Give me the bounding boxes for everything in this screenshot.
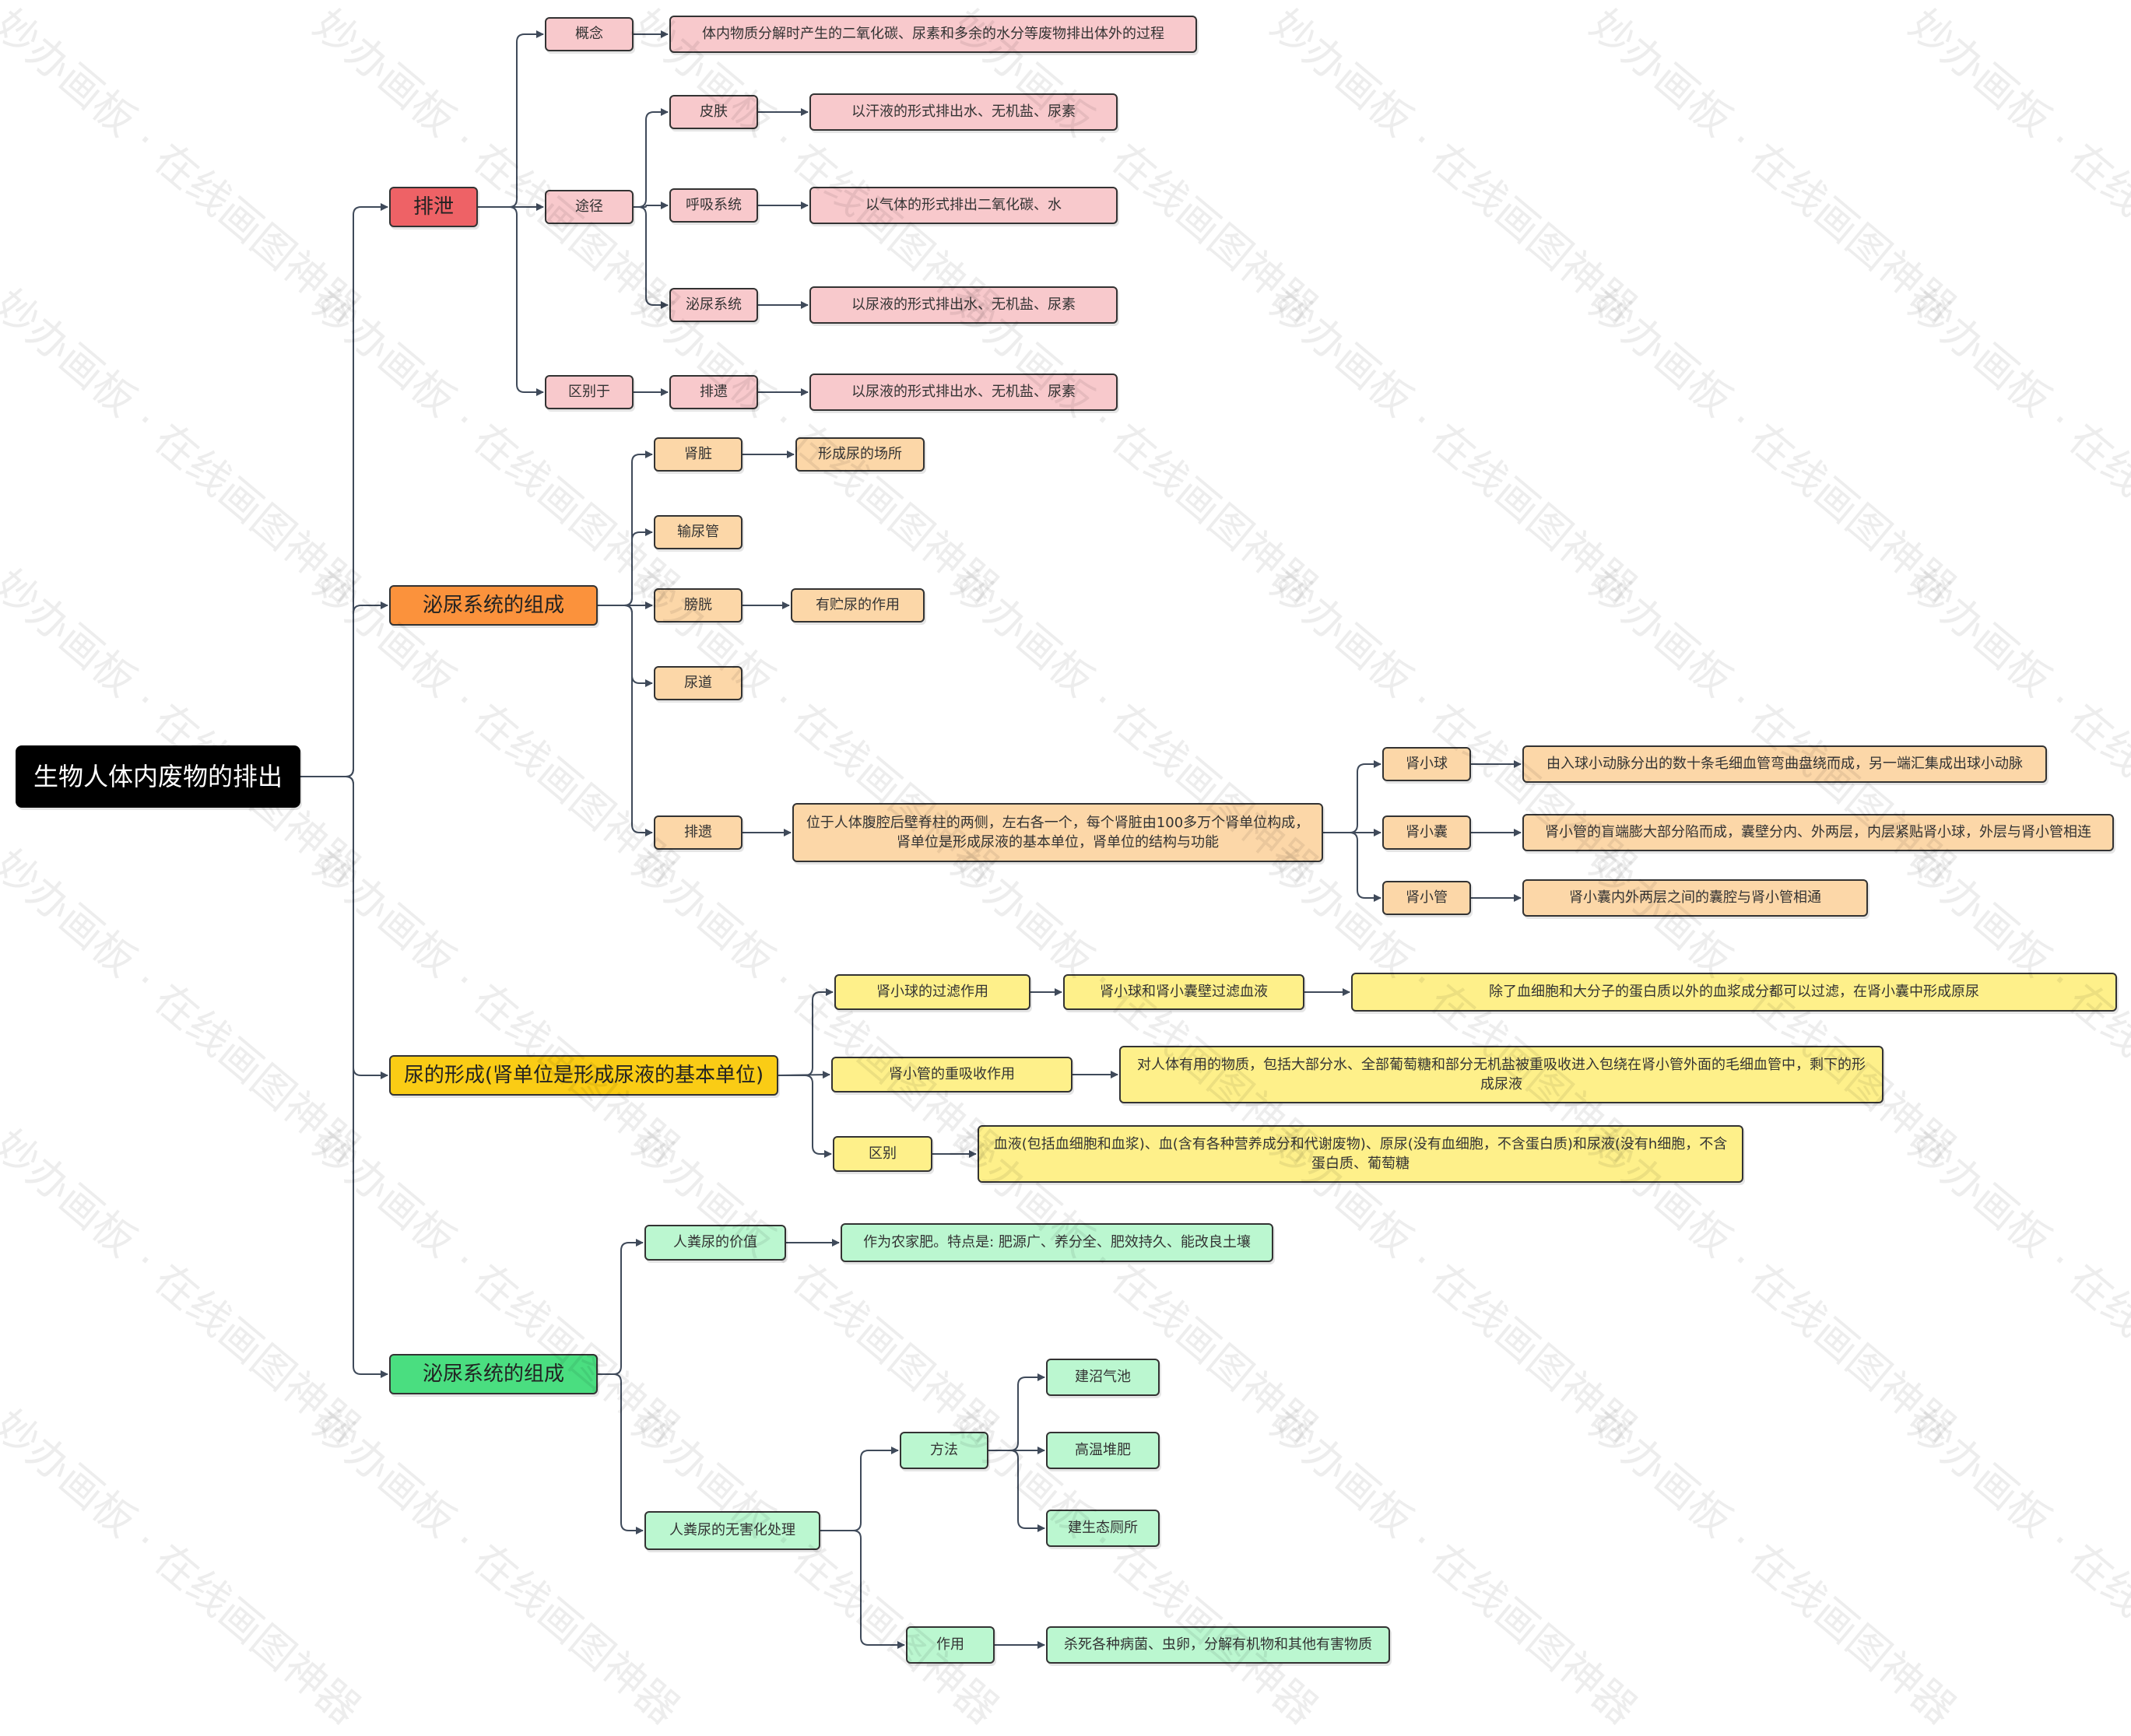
- node-glomerulus[interactable]: 肾小球: [1382, 747, 1471, 781]
- connector: [598, 1239, 644, 1375]
- connector: [778, 988, 834, 1076]
- node-egestion2-desc[interactable]: 位于人体腹腔后壁脊柱的两侧，左右各一个，每个肾脏由100多万个肾单位构成，肾单位…: [792, 803, 1323, 862]
- connector: [598, 605, 653, 836]
- node-capsule-desc[interactable]: 肾小管的盲端膨大部分陷而成，囊壁分内、外两层，内层紧贴肾小球，外层与肾小管相连: [1522, 814, 2114, 851]
- connector: [478, 30, 544, 208]
- node-glomerulus-desc[interactable]: 由入球小动脉分出的数十条毛细血管弯曲盘绕而成，另一端汇集成出球小动脉: [1522, 745, 2047, 783]
- node-differ[interactable]: 区别于: [545, 375, 634, 409]
- connector: [598, 528, 653, 606]
- node-respiratory[interactable]: 呼吸系统: [669, 188, 758, 223]
- node-urinary-comp[interactable]: 泌尿系统的组成: [389, 585, 598, 626]
- node-pathway[interactable]: 途径: [545, 190, 634, 224]
- connector: [300, 203, 388, 777]
- node-difference[interactable]: 区别: [833, 1136, 932, 1172]
- node-manure-value[interactable]: 人粪尿的价值: [644, 1225, 786, 1261]
- node-method[interactable]: 方法: [900, 1432, 988, 1469]
- node-urinary-comp2[interactable]: 泌尿系统的组成: [389, 1354, 598, 1394]
- node-concept-desc[interactable]: 体内物质分解时产生的二氧化碳、尿素和多余的水分等废物排出体外的过程: [669, 16, 1197, 53]
- node-biogas[interactable]: 建沼气池: [1046, 1359, 1160, 1396]
- node-concept[interactable]: 概念: [545, 17, 634, 51]
- node-urethra[interactable]: 尿道: [654, 666, 743, 700]
- connector: [598, 605, 653, 687]
- connector-lines: [300, 30, 1522, 1649]
- node-filtration-mid[interactable]: 肾小球和肾小囊壁过滤血液: [1063, 974, 1304, 1010]
- node-kidney[interactable]: 肾脏: [654, 437, 743, 472]
- node-eco-toilet[interactable]: 建生态厕所: [1046, 1510, 1160, 1547]
- node-skin[interactable]: 皮肤: [669, 95, 758, 129]
- node-egestion-desc[interactable]: 以尿液的形式排出水、无机盐、尿素: [809, 374, 1118, 411]
- node-excretion[interactable]: 排泄: [389, 187, 478, 227]
- node-manure-value-desc[interactable]: 作为农家肥。特点是: 肥源广、养分全、肥效持久、能改良土壤: [841, 1223, 1273, 1262]
- connector: [478, 206, 544, 396]
- connector: [1323, 760, 1381, 833]
- connector: [1323, 832, 1381, 902]
- node-urinary-path[interactable]: 泌尿系统: [669, 288, 758, 322]
- connector: [598, 1373, 644, 1534]
- node-reabsorption-desc[interactable]: 对人体有用的物质，包括大部分水、全部葡萄糖和部分无机盐被重吸收进入包绕在肾小管外…: [1119, 1046, 1883, 1103]
- node-filtration[interactable]: 肾小球的过滤作用: [834, 974, 1030, 1010]
- connector: [778, 1075, 832, 1158]
- node-bladder-desc[interactable]: 有贮尿的作用: [791, 588, 925, 623]
- connector: [634, 206, 669, 309]
- node-difference-desc[interactable]: 血液(包括血细胞和血浆)、血(含有各种营养成分和代谢废物)、原尿(没有血细胞，不…: [978, 1125, 1743, 1183]
- connector: [820, 1447, 899, 1531]
- node-ureter[interactable]: 输尿管: [654, 515, 743, 549]
- node-capsule[interactable]: 肾小囊: [1382, 815, 1471, 850]
- node-skin-desc[interactable]: 以汗液的形式排出水、无机盐、尿素: [809, 93, 1118, 131]
- node-tubule-desc[interactable]: 肾小囊内外两层之间的囊腔与肾小管相通: [1522, 879, 1868, 917]
- connector: [300, 776, 388, 1378]
- node-tubule[interactable]: 肾小管: [1382, 881, 1471, 915]
- node-urine-form[interactable]: 尿的形成(肾单位是形成尿液的基本单位): [389, 1055, 778, 1096]
- connector: [634, 108, 669, 208]
- node-harmless[interactable]: 人粪尿的无害化处理: [644, 1511, 820, 1550]
- connector: [300, 601, 388, 777]
- node-egestion2[interactable]: 排遗: [654, 815, 743, 850]
- node-effect[interactable]: 作用: [906, 1626, 995, 1664]
- connector: [598, 451, 653, 606]
- connector: [634, 202, 669, 209]
- node-bladder[interactable]: 膀胱: [654, 588, 743, 623]
- connector: [988, 1373, 1045, 1451]
- connector: [988, 1450, 1045, 1532]
- node-egestion[interactable]: 排遗: [669, 375, 758, 409]
- connector: [820, 1530, 905, 1649]
- node-reabsorption[interactable]: 肾小管的重吸收作用: [831, 1057, 1073, 1092]
- node-respiratory-desc[interactable]: 以气体的形式排出二氧化碳、水: [809, 187, 1118, 224]
- node-kidney-desc[interactable]: 形成尿的场所: [795, 437, 925, 472]
- connector: [300, 776, 388, 1079]
- node-effect-desc[interactable]: 杀死各种病菌、虫卵，分解有机物和其他有害物质: [1046, 1626, 1390, 1664]
- node-filtration-desc[interactable]: 除了血细胞和大分子的蛋白质以外的血浆成分都可以过滤，在肾小囊中形成原尿: [1351, 973, 2117, 1012]
- root-node[interactable]: 生物人体内废物的排出: [16, 745, 300, 808]
- node-urinary-path-desc[interactable]: 以尿液的形式排出水、无机盐、尿素: [809, 286, 1118, 324]
- node-compost[interactable]: 高温堆肥: [1046, 1432, 1160, 1469]
